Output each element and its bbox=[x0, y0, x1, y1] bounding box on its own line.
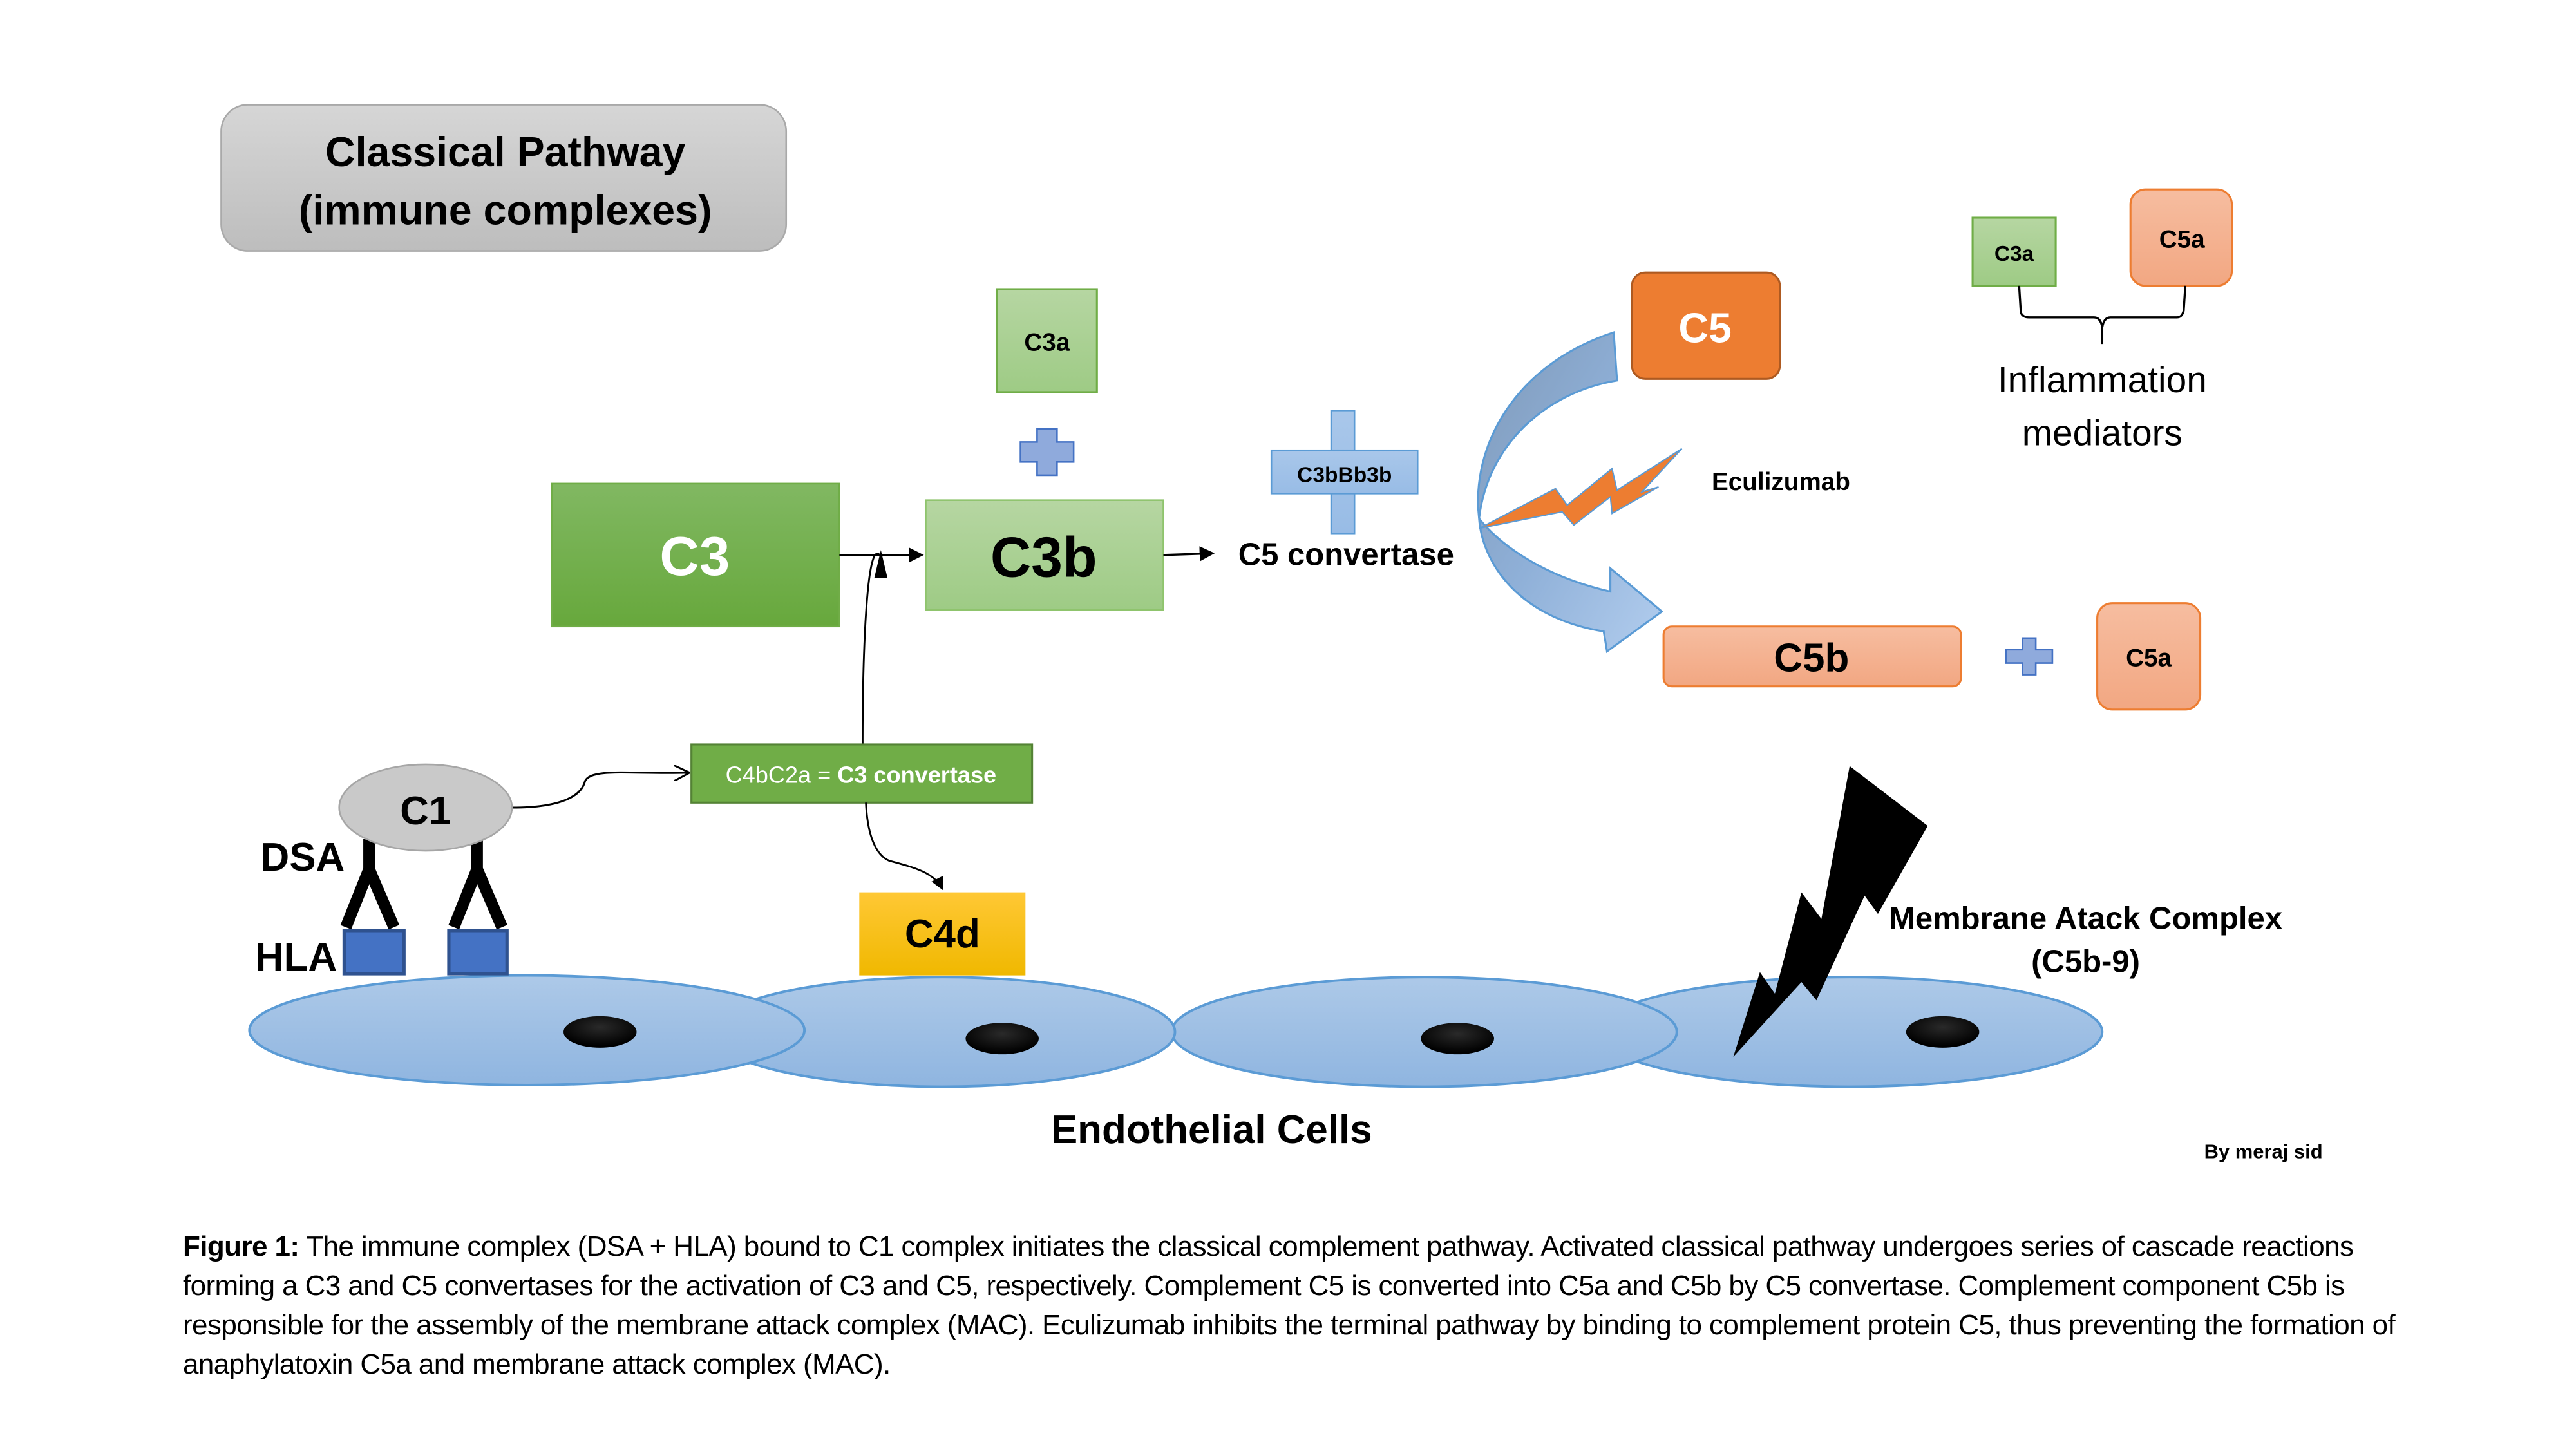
c3-convertase-text: C4bC2a = C3 convertase bbox=[726, 761, 997, 788]
eculizumab-label: Eculizumab bbox=[1712, 468, 1850, 496]
title-line-2: (immune complexes) bbox=[299, 187, 712, 233]
c5-label: C5 bbox=[1678, 305, 1731, 352]
nucleus bbox=[1906, 1016, 1980, 1048]
nucleus bbox=[564, 1016, 637, 1048]
nucleus bbox=[965, 1023, 1039, 1055]
c3bbb3b-cross: C3bBb3b bbox=[1270, 410, 1419, 535]
arrow-c3b-to-c5-convertase bbox=[1163, 546, 1215, 562]
title-box: Classical Pathway (immune complexes) bbox=[220, 104, 788, 252]
curved-arrow-icon bbox=[1477, 330, 1664, 654]
c3bbb3b-label: C3bBb3b bbox=[1297, 463, 1392, 487]
c3-convertase-prefix: C4bC2a = bbox=[726, 761, 838, 788]
nucleus bbox=[1421, 1023, 1494, 1055]
c3b-label: C3b bbox=[990, 526, 1097, 589]
mac-label-1: Membrane Atack Complex bbox=[1889, 901, 2282, 936]
figure-caption: Figure 1: The immune complex (DSA + HLA)… bbox=[183, 1227, 2450, 1384]
c3-label: C3 bbox=[659, 526, 730, 587]
c3b-node: C3b bbox=[925, 499, 1164, 611]
plus-icon bbox=[2005, 637, 2054, 676]
c3a-mediator-label: C3a bbox=[1994, 242, 2034, 266]
hla-label: HLA bbox=[255, 935, 337, 980]
title-line-1: Classical Pathway bbox=[325, 129, 685, 175]
plus-icon bbox=[1019, 428, 1075, 477]
hla-square bbox=[342, 929, 406, 976]
antibody-icon bbox=[448, 839, 507, 930]
inflammation-mediators-group: C3a C5a Inflammation mediators bbox=[1971, 188, 2233, 454]
caption-text: The immune complex (DSA + HLA) bound to … bbox=[183, 1231, 2396, 1380]
endothelial-cell bbox=[1170, 976, 1678, 1088]
c5a-label: C5a bbox=[2126, 645, 2172, 672]
arrow-c1-to-c3-convertase bbox=[512, 772, 688, 809]
c5a-mediator-label: C5a bbox=[2159, 225, 2205, 253]
endothelial-label: Endothelial Cells bbox=[1051, 1108, 1372, 1152]
c3-node: C3 bbox=[551, 482, 840, 628]
c4d-label: C4d bbox=[905, 912, 980, 956]
c3-convertase-node: C4bC2a = C3 convertase bbox=[690, 743, 1034, 804]
c1-label: C1 bbox=[400, 789, 451, 833]
inflammation-label-2: mediators bbox=[2022, 413, 2183, 454]
curly-brace-icon bbox=[2018, 285, 2187, 345]
c5-convertase-label: C5 convertase bbox=[1238, 537, 1454, 572]
c5b-label: C5b bbox=[1774, 636, 1849, 680]
inflammation-label-1: Inflammation bbox=[1998, 360, 2207, 401]
antibody-icon bbox=[340, 839, 400, 930]
dsa-antibodies bbox=[340, 839, 507, 930]
c3-convertase-bold: C3 convertase bbox=[837, 761, 996, 788]
arrow-c3-convertase-to-c3b bbox=[862, 553, 882, 744]
c5-node: C5 bbox=[1631, 271, 1781, 380]
c1-node: C1 bbox=[338, 763, 513, 852]
hla-square bbox=[447, 929, 509, 976]
caption-label: Figure 1: bbox=[183, 1231, 299, 1262]
mac-label-2: (C5b-9) bbox=[2031, 944, 2140, 979]
c4d-node: C4d bbox=[859, 892, 1026, 976]
c5b-node: C5b bbox=[1662, 625, 1962, 688]
endothelial-cells bbox=[248, 974, 2104, 1088]
c5a-node: C5a bbox=[2096, 602, 2202, 711]
arrow-head-up bbox=[874, 550, 888, 578]
lightning-bolt-icon bbox=[1479, 448, 1683, 529]
dsa-label: DSA bbox=[261, 835, 345, 880]
arrow-c3-convertase-to-c4d bbox=[865, 802, 943, 891]
author-credit: By meraj sid bbox=[2204, 1140, 2323, 1162]
endothelial-cell bbox=[248, 974, 806, 1086]
c3a-label: C3a bbox=[1024, 328, 1070, 356]
c3a-node: C3a bbox=[996, 288, 1098, 393]
lightning-bolt-icon bbox=[1733, 766, 1928, 1057]
hla-molecules bbox=[342, 929, 509, 976]
